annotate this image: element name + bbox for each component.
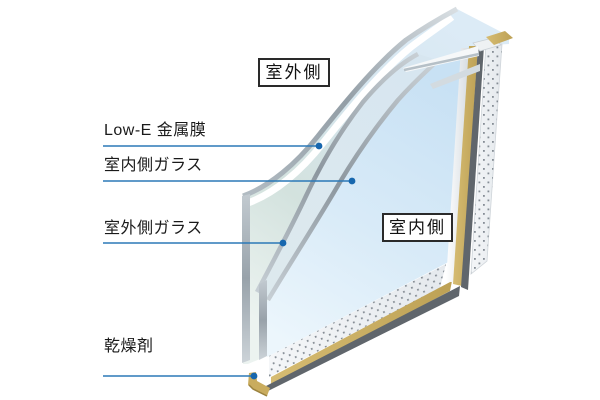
leader-dots	[250, 142, 356, 380]
indoor-side-box: 室内側	[382, 213, 453, 242]
indoor-pane-cross-section	[257, 54, 438, 300]
indoor-glass-pane	[267, 50, 474, 357]
leader-dot-outdoor-glass	[279, 239, 287, 247]
left-edge-outdoor-pane	[242, 194, 250, 363]
bottom-sealant	[271, 281, 452, 386]
top-spacer-bar-shade	[403, 52, 480, 72]
sealant-top-cap	[486, 31, 513, 45]
outdoor-side-box: 室外側	[258, 58, 330, 87]
leader-lines	[103, 145, 352, 377]
callout-label-indoor-glass: 室内側ガラス	[104, 157, 203, 174]
bottom-spacer-perforations	[269, 264, 446, 377]
outdoor-pane-cut-edge	[242, 6, 459, 199]
left-edge-indoor-pane	[259, 280, 267, 360]
indoor-pane-cut-edge	[266, 58, 440, 302]
leader-dot-indoor-glass	[348, 177, 356, 185]
lowe-film-cut-edge	[255, 52, 420, 294]
glass-edge-highlight	[246, 14, 455, 207]
callout-label-outdoor-glass: 室外側ガラス	[104, 220, 203, 237]
callout-label-desiccant: 乾燥剤	[104, 338, 154, 355]
right-sealant	[453, 46, 478, 286]
right-spacer-perforations	[471, 44, 502, 274]
callout-label-lowe-film: Low-E 金属膜	[104, 122, 207, 139]
right-outer-seal	[461, 46, 484, 290]
top-spacer-bar-lower	[430, 64, 480, 89]
bottom-outer-seal	[264, 286, 460, 393]
leader-dot-desiccant	[250, 372, 258, 380]
leader-dot-lowe-film	[315, 142, 323, 150]
